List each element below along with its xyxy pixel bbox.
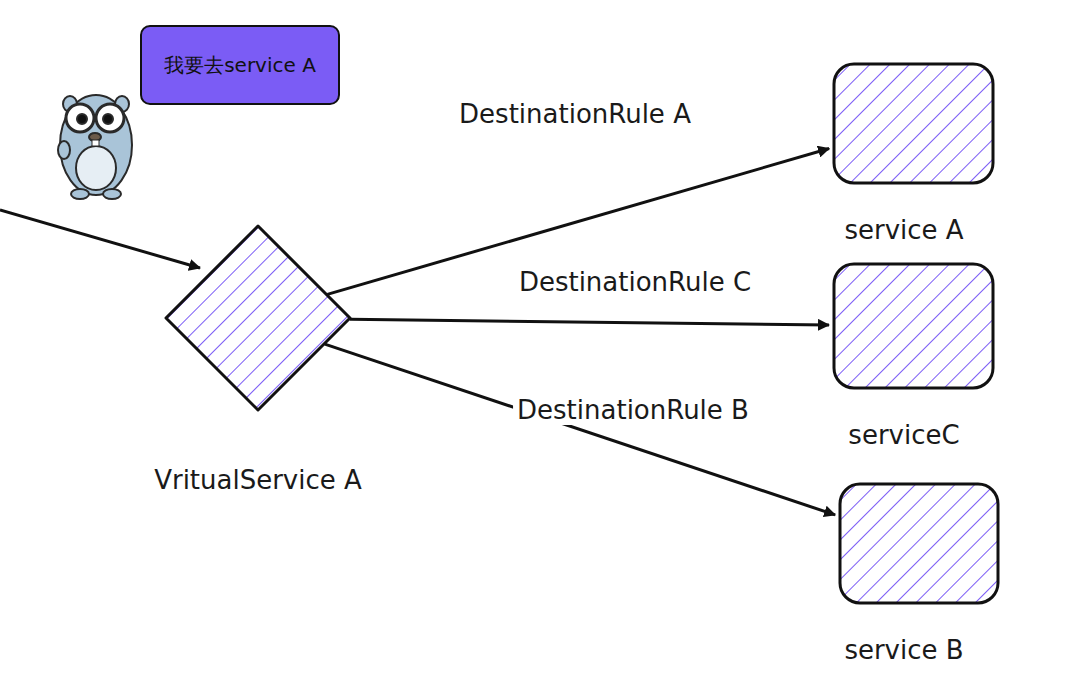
edge-label: DestinationRule B [513,395,753,425]
node-caption: service B [744,635,1064,666]
node-caption: service A [744,215,1064,246]
incoming-arrow [0,210,200,268]
box-outline [832,62,995,185]
service-box: service B [838,482,1000,666]
service-box: serviceC [832,262,995,451]
virtual-service-diamond: VritualService A [163,223,353,496]
edge-label: DestinationRule C [515,267,755,297]
box-outline [832,262,995,390]
box-outline [838,482,1000,605]
speech-bubble: 我要去service A [140,25,340,105]
service-box: service A [832,62,995,246]
diamond-outline [163,223,353,413]
gopher-mascot [58,95,132,199]
bubble-text: 我要去service A [164,52,316,79]
connector-arrow [350,319,829,325]
node-caption: serviceC [744,420,1064,451]
node-caption: VritualService A [98,465,418,496]
edge-label: DestinationRule A [455,99,695,129]
connector-arrow [325,344,835,515]
